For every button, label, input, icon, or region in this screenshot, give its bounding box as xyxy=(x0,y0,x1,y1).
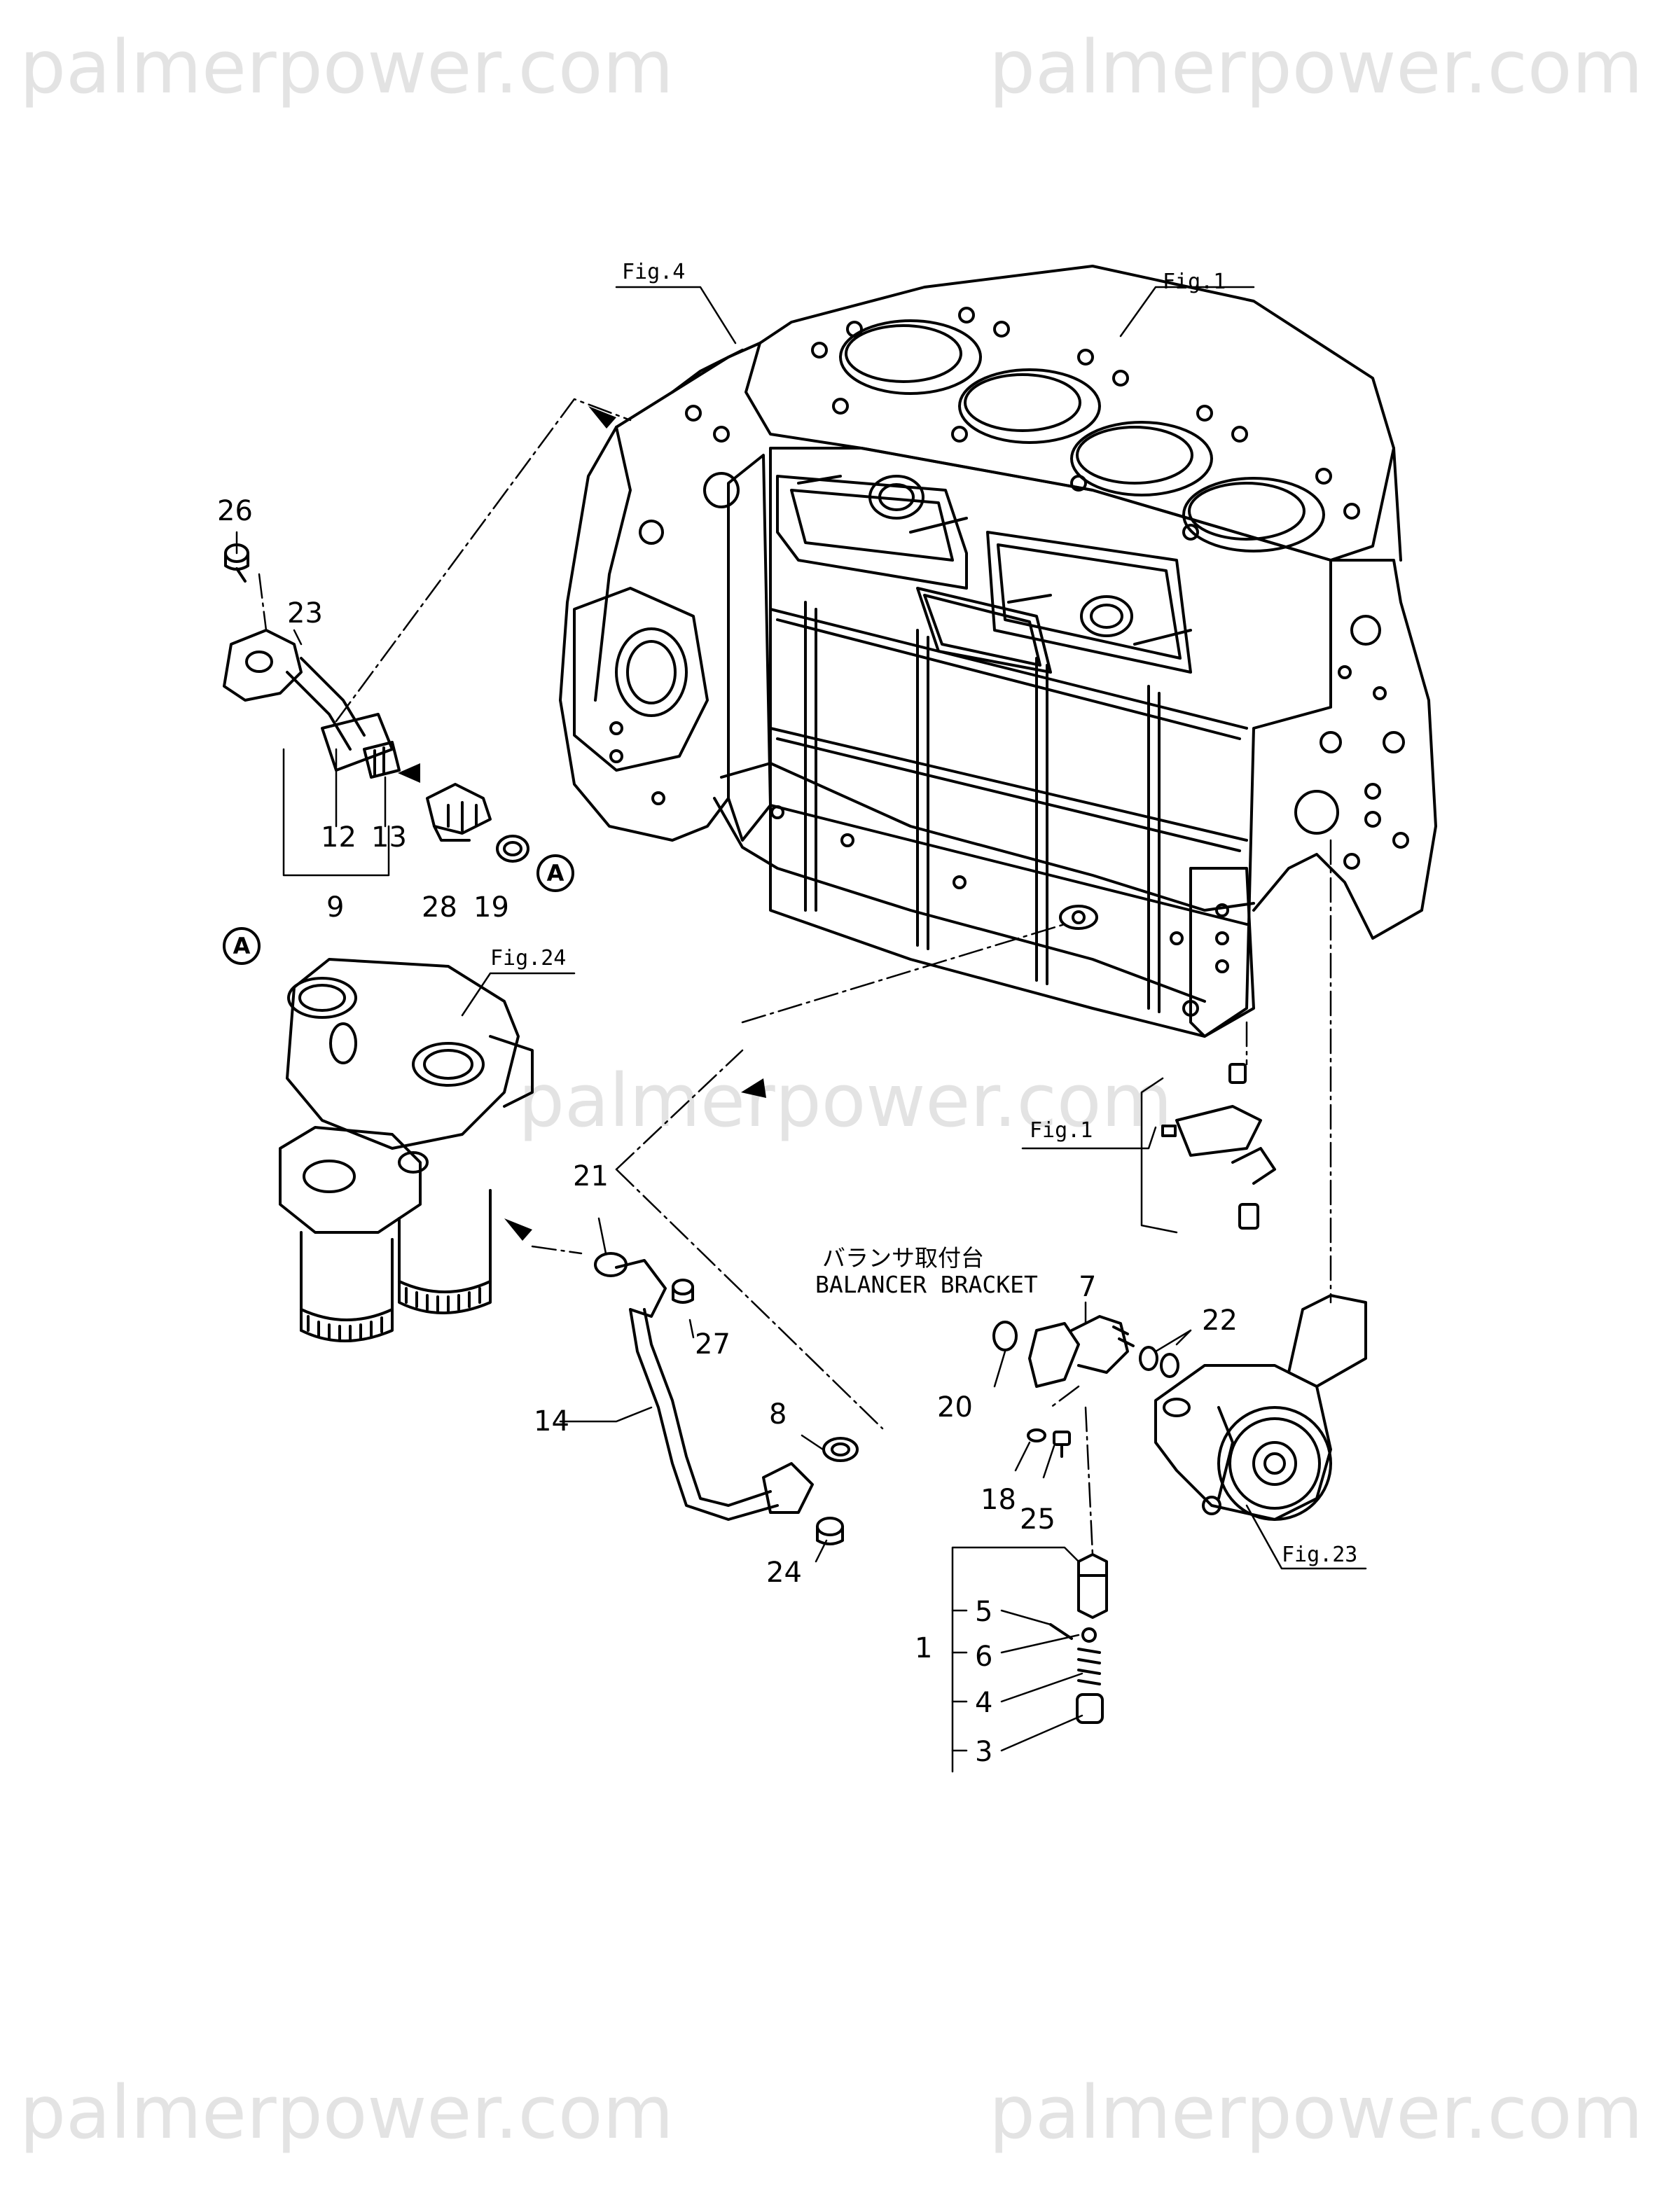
callout-28: 28 xyxy=(422,891,457,924)
callout-6: 6 xyxy=(975,1641,993,1673)
callout-25: 25 xyxy=(1020,1503,1055,1536)
watermark-center: palmerpower.com xyxy=(518,1058,1172,1143)
callout-4: 4 xyxy=(975,1687,993,1719)
direction-arrows xyxy=(398,406,766,1241)
washer-19-drawing xyxy=(496,835,529,863)
balancer-bracket-label-jp: バランサ取付台 xyxy=(822,1244,984,1272)
pipe-12-drawing xyxy=(223,629,401,779)
callout-12: 12 xyxy=(321,821,356,854)
watermark-bottom-left: palmerpower.com xyxy=(20,2070,674,2155)
watermark-bottom-right: palmerpower.com xyxy=(989,2070,1643,2155)
callout-1: 1 xyxy=(915,1632,933,1664)
callout-13: 13 xyxy=(371,821,407,854)
oring-20-drawing xyxy=(992,1321,1018,1351)
watermark-top-left: palmerpower.com xyxy=(20,25,674,110)
callout-18: 18 xyxy=(981,1484,1016,1516)
figure-ref-1-top: Fig.1 xyxy=(1163,270,1226,294)
oil-pump-drawing xyxy=(1154,1294,1367,1521)
bolt-25-drawing xyxy=(1027,1428,1071,1458)
bolt-24-drawing xyxy=(816,1517,844,1545)
watermark-top-right: palmerpower.com xyxy=(989,25,1643,110)
callout-24: 24 xyxy=(766,1557,802,1589)
bolt-27-drawing xyxy=(672,1279,694,1304)
figure-ref-23: Fig.23 xyxy=(1282,1543,1358,1567)
callout-14: 14 xyxy=(534,1405,569,1438)
figure-ref-4: Fig.4 xyxy=(622,260,686,284)
figure-ref-1-mid: Fig.1 xyxy=(1030,1118,1093,1143)
callout-5: 5 xyxy=(975,1596,993,1628)
cylinder-block-drawing xyxy=(559,265,1437,1084)
callout-7: 7 xyxy=(1079,1271,1097,1303)
assembly-center-lines xyxy=(258,398,1332,1556)
callout-19: 19 xyxy=(473,891,509,924)
pipe-14-drawing xyxy=(594,1252,859,1521)
bracket-parts-drawing xyxy=(1161,1105,1276,1230)
callout-8: 8 xyxy=(769,1398,787,1431)
callout-3: 3 xyxy=(975,1736,993,1768)
callout-20: 20 xyxy=(937,1391,973,1424)
callout-27: 27 xyxy=(695,1328,730,1361)
callout-21: 21 xyxy=(573,1160,609,1192)
reference-mark-a-lower: A xyxy=(223,927,261,965)
figure-ref-24: Fig.24 xyxy=(490,946,567,971)
callout-26: 26 xyxy=(217,495,253,527)
leader-lines xyxy=(235,286,1367,1773)
oil-filter-assembly-drawing xyxy=(279,958,534,1342)
reference-mark-a-upper: A xyxy=(536,854,574,892)
balancer-bracket-label-en: BALANCER BRACKET xyxy=(815,1271,1038,1298)
oring-22-drawing xyxy=(1139,1346,1179,1378)
callout-9: 9 xyxy=(326,891,345,924)
connector-28-drawing xyxy=(426,783,492,842)
relief-valve-1-drawing xyxy=(1049,1553,1108,1724)
callout-22: 22 xyxy=(1202,1305,1238,1337)
callout-23: 23 xyxy=(287,597,323,629)
elbow-7-drawing xyxy=(1028,1315,1135,1388)
